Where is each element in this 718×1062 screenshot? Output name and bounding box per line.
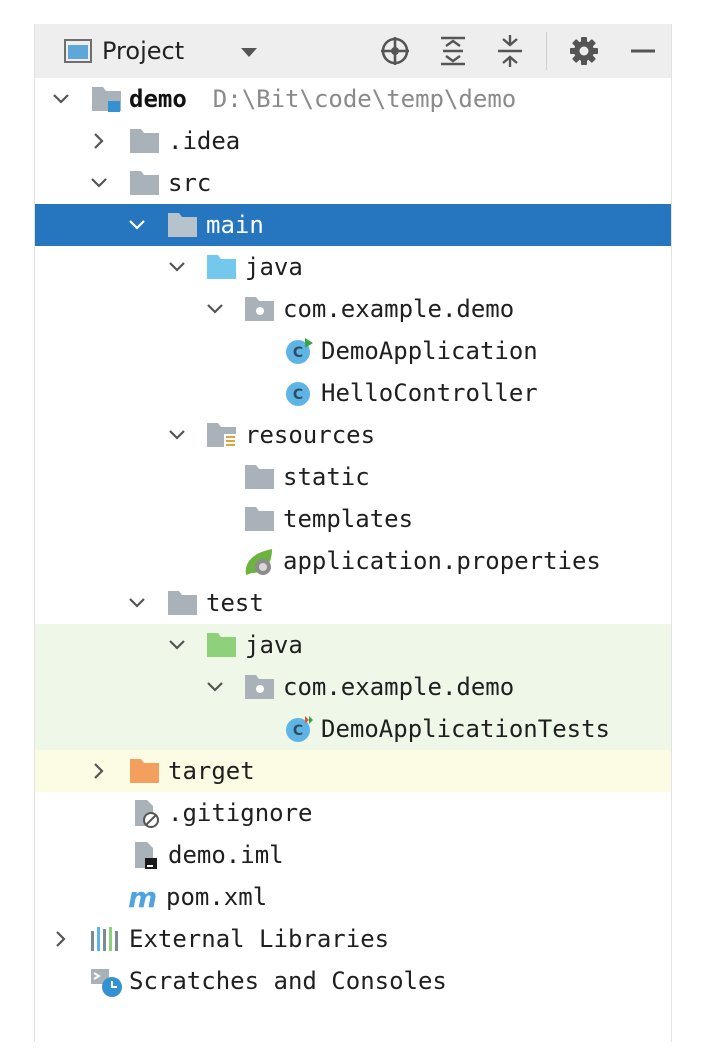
folder-icon	[244, 463, 276, 491]
minimize-icon[interactable]	[625, 33, 661, 69]
tree-node-external-libraries[interactable]: External Libraries	[35, 918, 671, 960]
project-view-title[interactable]: Project	[102, 37, 185, 65]
tree-node-label: .gitignore	[168, 799, 313, 827]
folder-icon	[167, 211, 199, 239]
module-folder-icon	[91, 85, 123, 113]
excluded-folder-icon	[129, 757, 161, 785]
chevron-right-icon[interactable]	[89, 761, 109, 781]
tree-node-package[interactable]: com.example.demo	[35, 288, 671, 330]
tree-node-label: src	[168, 169, 212, 197]
tree-node-label: application.properties	[283, 547, 601, 575]
tree-node-demo-iml[interactable]: demo.iml	[35, 834, 671, 876]
chevron-right-icon[interactable]	[51, 929, 71, 949]
resources-folder-icon	[206, 421, 238, 449]
class-icon: C	[283, 379, 315, 407]
spring-properties-icon	[242, 547, 274, 575]
project-toolbar: Project	[35, 24, 671, 78]
dropdown-icon[interactable]	[231, 33, 267, 69]
locate-icon[interactable]	[377, 33, 413, 69]
gear-icon[interactable]	[566, 33, 602, 69]
tree-node-test-java[interactable]: java	[35, 624, 671, 666]
folder-icon	[129, 169, 161, 197]
tree-node-demo-application-tests[interactable]: C DemoApplicationTests	[35, 708, 671, 750]
tree-node-resources[interactable]: resources	[35, 414, 671, 456]
tree-node-main[interactable]: main	[35, 204, 671, 246]
tree-node-demo-application[interactable]: C DemoApplication	[35, 330, 671, 372]
tree-node-label: DemoApplicationTests	[321, 715, 610, 743]
test-class-icon: C	[283, 715, 315, 743]
libraries-icon	[90, 925, 122, 953]
tree-node-label: com.example.demo	[283, 295, 515, 323]
chevron-down-icon[interactable]	[127, 215, 147, 235]
tree-node-label: DemoApplication	[321, 337, 538, 365]
maven-icon: m	[127, 881, 159, 914]
folder-icon	[167, 589, 199, 617]
chevron-down-icon[interactable]	[89, 173, 109, 193]
svg-text:C: C	[293, 387, 303, 403]
chevron-down-icon[interactable]	[167, 425, 187, 445]
svg-text:m: m	[128, 883, 157, 911]
tree-node-target[interactable]: target	[35, 750, 671, 792]
chevron-down-icon[interactable]	[205, 677, 225, 697]
tree-node-application-properties[interactable]: application.properties	[35, 540, 671, 582]
chevron-right-icon[interactable]	[89, 131, 109, 151]
package-icon	[244, 295, 276, 323]
chevron-down-icon[interactable]	[51, 89, 71, 109]
tree-node-label: resources	[245, 421, 376, 449]
ignore-file-icon	[131, 799, 163, 828]
chevron-down-icon[interactable]	[205, 299, 225, 319]
tree-node-label: test	[206, 589, 264, 617]
folder-icon	[129, 127, 161, 155]
tree-node-label: HelloController	[321, 379, 538, 407]
chevron-down-icon[interactable]	[167, 257, 187, 277]
source-folder-icon	[206, 253, 238, 281]
tree-node-pom-xml[interactable]: m pom.xml	[35, 876, 671, 918]
project-window-icon[interactable]	[61, 33, 97, 69]
tree-node-label: .idea	[168, 127, 241, 155]
tree-node-label: demo.iml	[168, 841, 284, 869]
chevron-down-icon[interactable]	[127, 593, 147, 613]
tree-node-test[interactable]: test	[35, 582, 671, 624]
tree-node-label: Scratches and Consoles	[129, 967, 447, 995]
package-icon	[244, 673, 276, 701]
spring-boot-class-icon: C	[283, 337, 315, 365]
tree-node-label: pom.xml	[166, 883, 268, 911]
tree-node-static[interactable]: static	[35, 456, 671, 498]
tree-node-idea[interactable]: .idea	[35, 120, 671, 162]
tree-node-test-package[interactable]: com.example.demo	[35, 666, 671, 708]
svg-text:C: C	[293, 723, 303, 739]
iml-file-icon	[131, 841, 163, 869]
tree-node-main-java[interactable]: java	[35, 246, 671, 288]
tree-node-src[interactable]: src	[35, 162, 671, 204]
tree-node-label: External Libraries	[129, 925, 390, 953]
project-panel: Project	[34, 24, 672, 1042]
tree-node-gitignore[interactable]: .gitignore	[35, 792, 671, 834]
svg-text:C: C	[293, 345, 303, 361]
collapse-all-icon[interactable]	[492, 33, 528, 69]
tree-node-label: com.example.demo	[283, 673, 515, 701]
tree-node-scratches[interactable]: Scratches and Consoles	[35, 960, 671, 1002]
chevron-down-icon[interactable]	[167, 635, 187, 655]
tree-node-label: java	[245, 253, 303, 281]
tree-node-hello-controller[interactable]: C HelloController	[35, 372, 671, 414]
expand-all-icon[interactable]	[435, 33, 471, 69]
tree-node-label: templates	[283, 505, 414, 533]
tree-node-label: java	[245, 631, 303, 659]
tree-node-label: target	[168, 757, 255, 785]
test-folder-icon	[206, 631, 238, 659]
tree-node-templates[interactable]: templates	[35, 498, 671, 540]
tree-node-label: static	[283, 463, 370, 491]
folder-icon	[244, 505, 276, 533]
module-path: D:\Bit\code\temp\demo	[212, 85, 517, 113]
toolbar-separator	[546, 32, 547, 70]
tree-node-label: main	[206, 211, 264, 239]
scratches-icon	[90, 967, 122, 997]
